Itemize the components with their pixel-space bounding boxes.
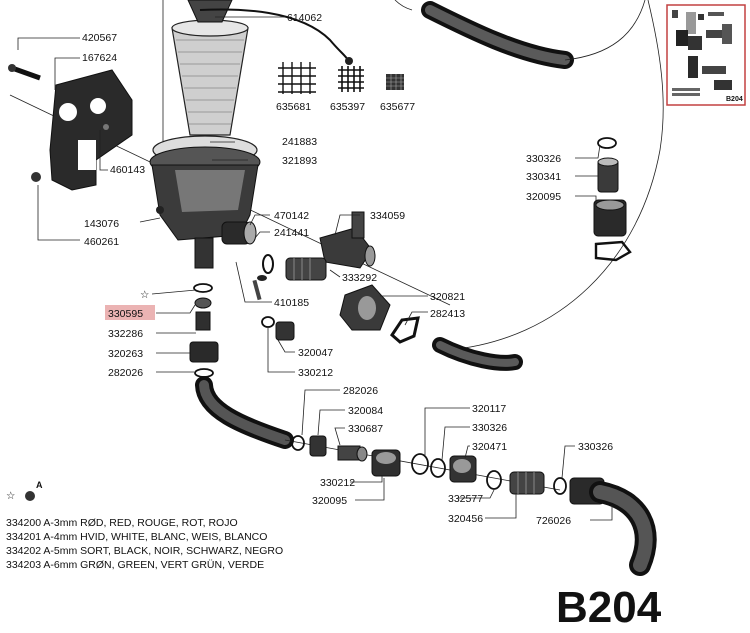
part-number: 460143 [110,164,145,176]
part-number: 635397 [330,101,365,113]
part-number: 470142 [274,210,309,222]
part-number: 320095 [526,191,561,203]
screen-635677 [386,74,404,90]
legend-star-mark: ☆ [6,490,16,502]
part-number: 635681 [276,101,311,113]
part-number: 330687 [348,423,383,435]
part-number: 330326 [472,422,507,434]
legend-line: 334202 A-5mm SORT, BLACK, NOIR, SCHWARZ,… [6,545,283,557]
legend-line: 334203 A-6mm GRØN, GREEN, VERT GRÜN, VER… [6,559,264,571]
fitting-334059 [319,211,376,269]
part-number: 320456 [448,513,483,525]
part-number: 330341 [526,171,561,183]
fitting-333292 [262,254,327,281]
part-number: 420567 [82,32,117,44]
color-legend: 334200 A-3mm RØD, RED, ROUGE, ROT, ROJO … [6,517,283,571]
star-mark: ☆ [140,289,150,301]
part-number: 241441 [274,227,309,239]
nut-320821 [339,284,391,331]
part-number: 614062 [287,12,322,24]
lower-chain [291,435,605,505]
part-number: 333292 [342,272,377,284]
highlight-box [105,305,155,320]
gasket-282413 [390,316,420,344]
legend-accessory-mark: A [36,480,43,490]
filter-housing [149,135,261,269]
part-number: 282413 [430,308,465,320]
nut-320047 [261,316,295,341]
left-stack [189,283,219,378]
part-number: 332577 [448,493,483,505]
thumbnail-preview[interactable]: B204 [666,4,746,106]
part-number: 330326 [578,441,613,453]
part-number: 320047 [298,347,333,359]
mounting-bracket [8,64,133,191]
part-number: 330212 [320,477,355,489]
screen-635397 [338,66,364,92]
part-number: 635677 [380,101,415,113]
part-number-highlighted[interactable]: 330595 [108,308,143,320]
legend-line: 334200 A-3mm RØD, RED, ROUGE, ROT, ROJO [6,517,238,529]
part-number: 282026 [343,385,378,397]
part-number: 332286 [108,328,143,340]
legend-pin-icon [25,491,35,501]
right-stack [593,137,632,262]
part-number: 167624 [82,52,117,64]
legend-line: 334201 A-4mm HVID, WHITE, BLANC, WEIS, B… [6,531,267,543]
screen-635681 [278,62,316,94]
thumbnail-label: B204 [726,96,743,103]
part-number: 321893 [282,155,317,167]
part-number: 320471 [472,441,507,453]
part-number: 241883 [282,136,317,148]
part-number: 410185 [274,297,309,309]
part-number: 334059 [370,210,405,222]
part-number: 320095 [312,495,347,507]
part-number: 320084 [348,405,383,417]
part-number: 460261 [84,236,119,248]
filter-cone [171,0,353,136]
part-number: 320821 [430,291,465,303]
part-number: 320263 [108,348,143,360]
page-code: B204 [556,583,662,632]
part-number: 330212 [298,367,333,379]
screw-410185 [252,275,267,301]
part-number: 330326 [526,153,561,165]
part-number: 320117 [472,403,506,415]
part-number: 143076 [84,218,119,230]
part-number: 282026 [108,367,143,379]
part-number: 726026 [536,515,571,527]
